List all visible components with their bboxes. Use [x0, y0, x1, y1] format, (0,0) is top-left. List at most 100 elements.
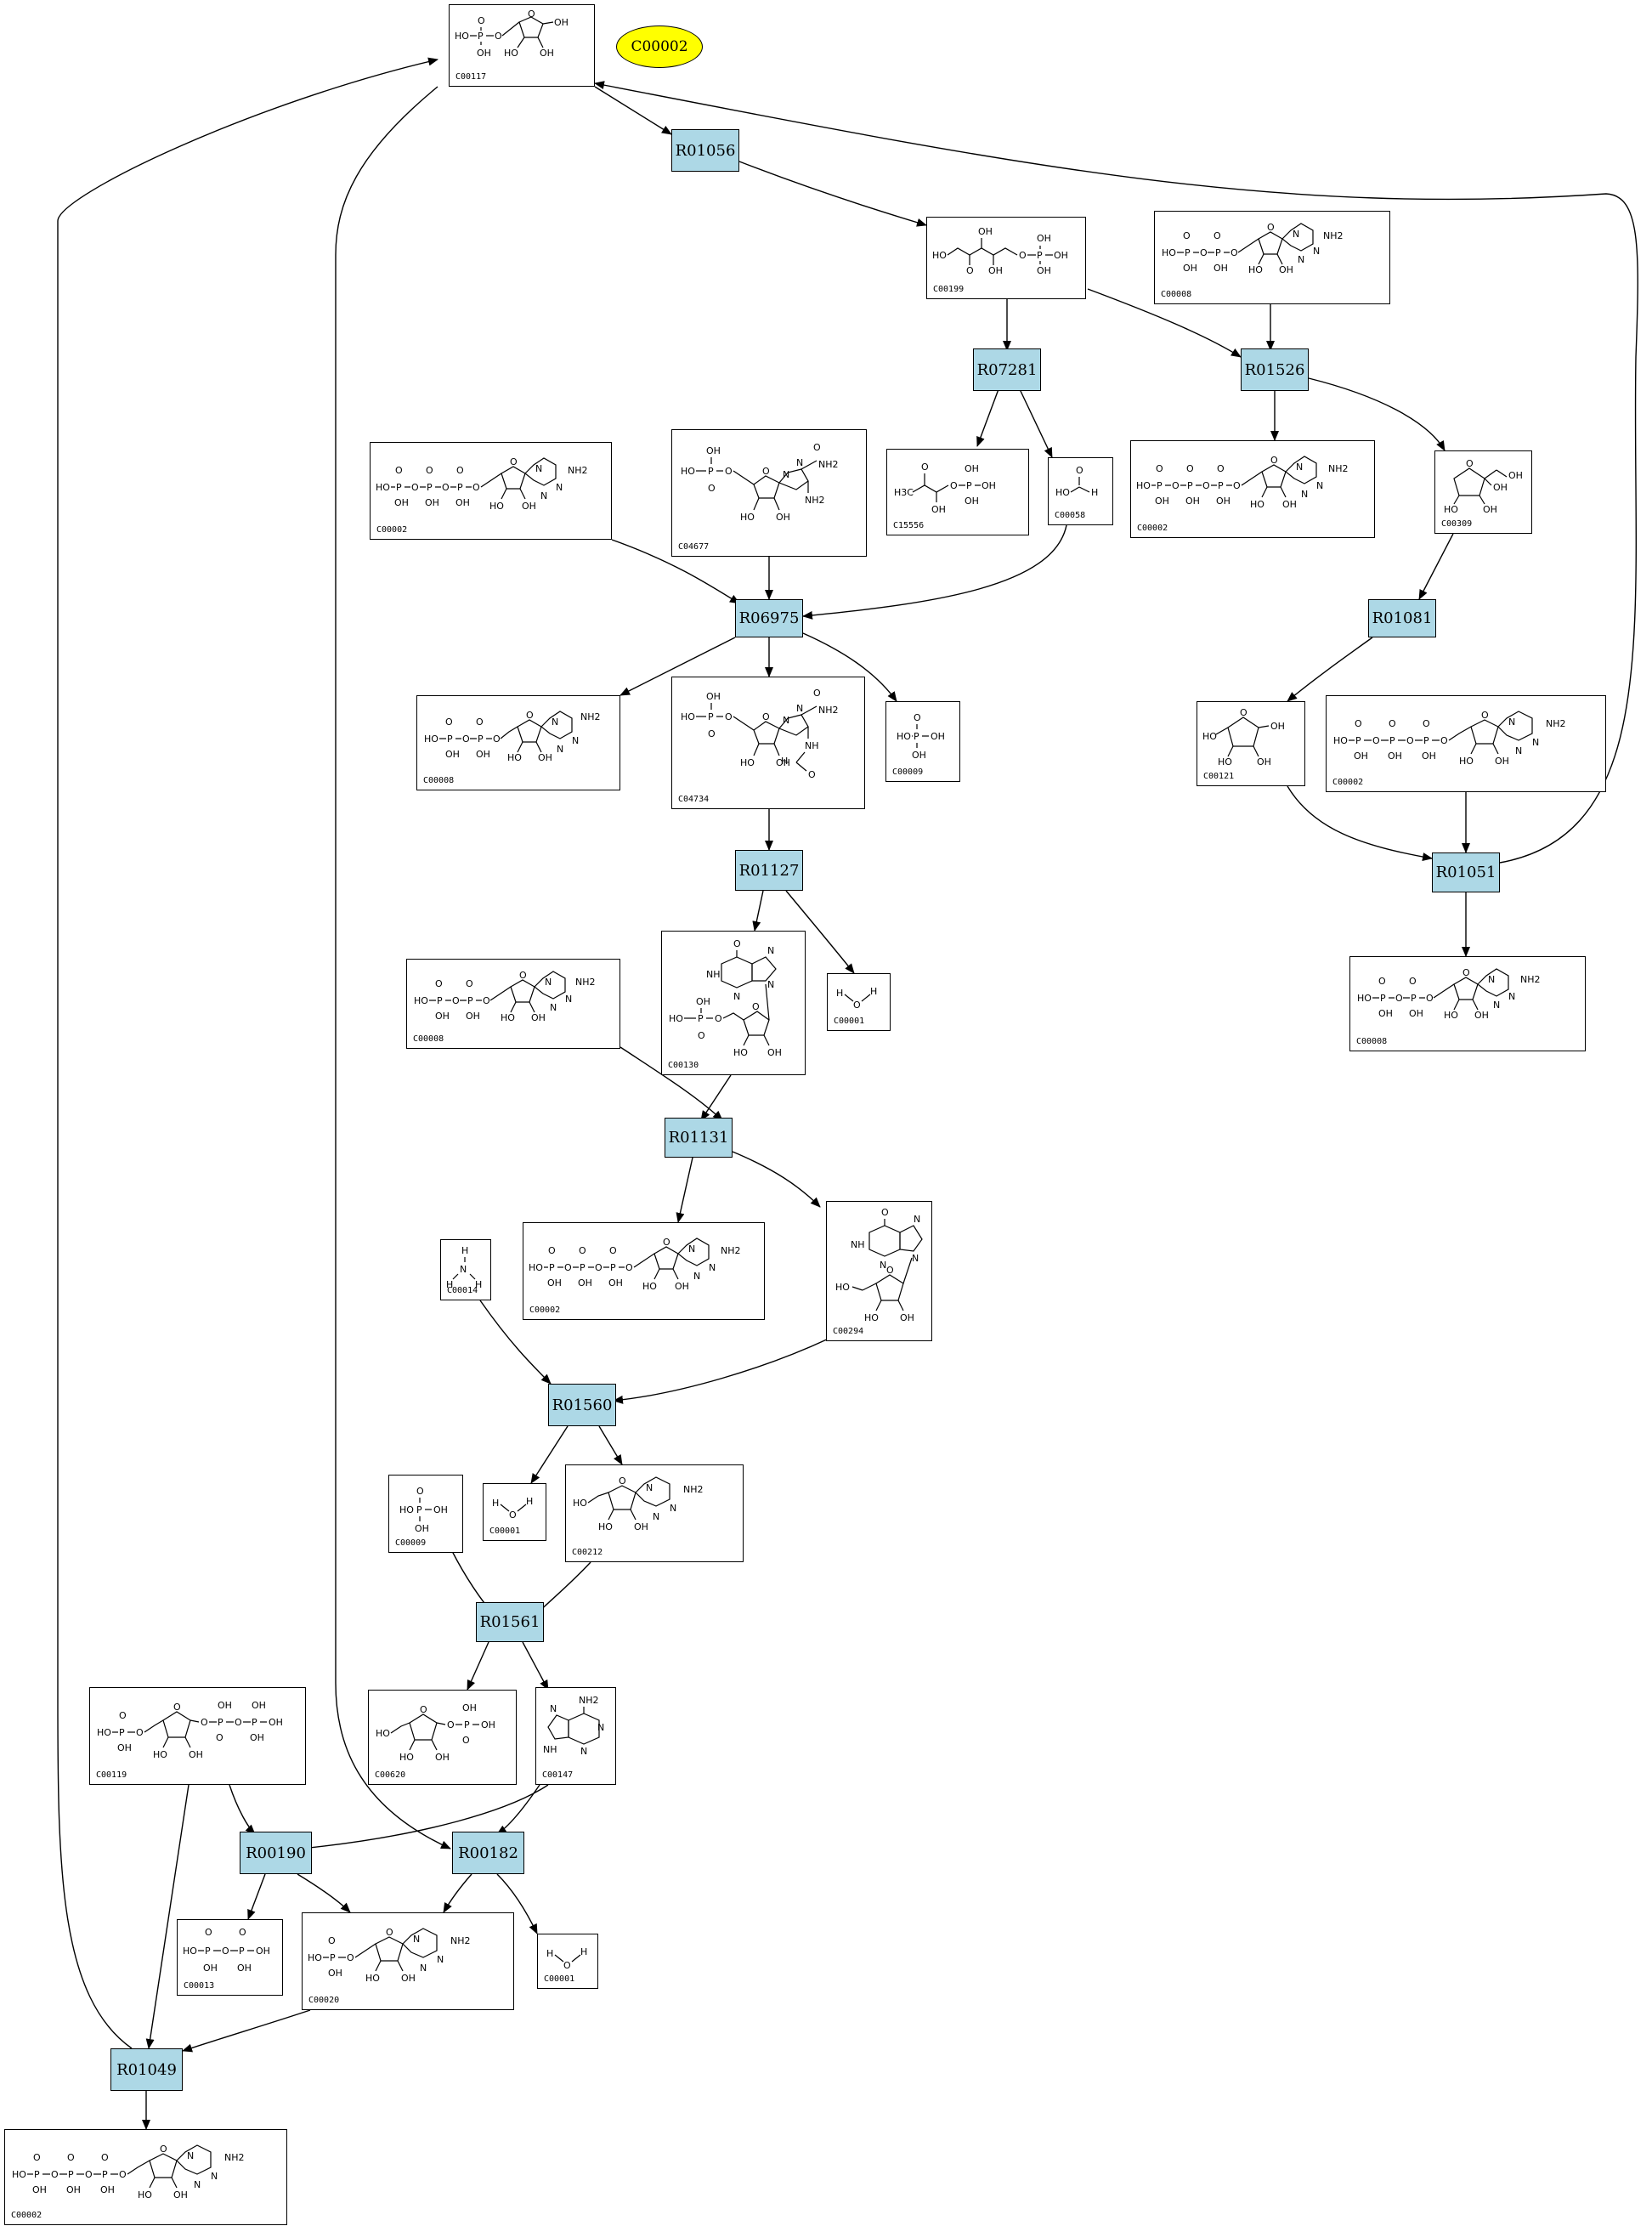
reaction-r07281[interactable]: R07281 [973, 348, 1041, 391]
svg-text:O: O [1378, 976, 1386, 987]
svg-text:HO: HO [864, 1312, 879, 1323]
svg-text:O: O [386, 1927, 393, 1938]
reaction-r01561[interactable]: R01561 [476, 1602, 544, 1642]
svg-text:N: N [557, 744, 563, 755]
svg-text:O: O [1270, 455, 1278, 466]
svg-text:H: H [492, 1498, 499, 1509]
svg-text:HO: HO [1459, 756, 1474, 767]
edge-c121-r01051 [1287, 785, 1433, 862]
svg-text:N: N [545, 977, 552, 988]
reaction-r01049[interactable]: R01049 [110, 2048, 183, 2091]
svg-text:OH: OH [189, 1749, 203, 1760]
edge-c008d-r01131 [620, 1046, 723, 1121]
svg-text:OH: OH [965, 463, 979, 474]
svg-text:OH: OH [1409, 1008, 1423, 1019]
svg-text:O: O [625, 1262, 633, 1273]
compound-id: C00117 [455, 72, 487, 82]
svg-text:P: P [1411, 993, 1417, 1004]
compound-id: C00119 [96, 1770, 127, 1780]
reaction-r01051[interactable]: R01051 [1432, 852, 1500, 892]
target-compound-ellipse[interactable]: C00002 [616, 25, 703, 68]
svg-text:HO: HO [740, 757, 755, 768]
svg-text:NH2: NH2 [579, 1695, 599, 1706]
svg-text:N: N [420, 1963, 427, 1974]
edge-c058-r06975 [802, 524, 1067, 620]
svg-text:O: O [67, 2152, 75, 2163]
svg-text:O: O [462, 1735, 470, 1746]
edge-r01127-c001a [785, 890, 855, 974]
svg-text:O: O [1466, 458, 1474, 469]
reaction-r01131[interactable]: R01131 [665, 1118, 733, 1158]
svg-text:P: P [914, 731, 919, 742]
reaction-r01056[interactable]: R01056 [671, 129, 739, 172]
svg-text:N: N [914, 1214, 920, 1225]
structure-ribulose-5-phosphate: HO O OH OH O P OH OH OH [932, 226, 1068, 276]
edge-c147-r00190 [301, 1784, 549, 1852]
svg-text:O: O [663, 1237, 670, 1248]
reaction-r00182[interactable]: R00182 [452, 1832, 524, 1874]
reaction-r01127[interactable]: R01127 [735, 850, 803, 891]
compound-c00199[interactable]: HO O OH OH O P OH OH OH C00199 [926, 217, 1086, 299]
svg-text:N: N [580, 1746, 587, 1757]
compound-c00001-a[interactable]: H O H C00001 [827, 973, 891, 1031]
compound-id: C00147 [542, 1770, 574, 1780]
compound-c00001-b[interactable]: H O H C00001 [483, 1483, 546, 1541]
compound-c00001-c[interactable]: H O H C00001 [537, 1934, 598, 1989]
compound-c00117[interactable]: HO P O OH O O OH HO OH C00117 [449, 4, 595, 87]
compound-id: C00002 [529, 1306, 561, 1315]
reaction-r01526[interactable]: R01526 [1241, 348, 1309, 391]
svg-text:HO: HO [1444, 1010, 1458, 1021]
compound-c00014[interactable]: H N H H C00014 [440, 1239, 491, 1300]
svg-text:HO: HO [414, 995, 428, 1006]
svg-text:OH: OH [173, 2189, 188, 2201]
reaction-r01560[interactable]: R01560 [548, 1384, 616, 1426]
compound-c00058[interactable]: O HO H C00058 [1048, 457, 1113, 525]
svg-text:OH: OH [462, 1702, 477, 1713]
svg-text:H: H [1091, 487, 1098, 498]
svg-text:P: P [427, 482, 433, 493]
reaction-r00190[interactable]: R00190 [240, 1832, 312, 1874]
compound-id: C00002 [1137, 524, 1168, 533]
svg-text:OH: OH [706, 445, 721, 456]
svg-text:O: O [445, 717, 453, 728]
svg-text:HO: HO [97, 1727, 111, 1738]
svg-text:O: O [466, 978, 473, 989]
svg-text:P: P [239, 1946, 245, 1957]
svg-text:OH: OH [965, 496, 979, 507]
reaction-r01081[interactable]: R01081 [1368, 599, 1436, 637]
reaction-r06975[interactable]: R06975 [735, 599, 803, 637]
svg-text:OH: OH [435, 1752, 450, 1763]
svg-text:H3C: H3C [894, 487, 914, 498]
svg-text:OH: OH [415, 1523, 429, 1534]
svg-text:NH: NH [805, 740, 819, 751]
compound-c00121[interactable]: O HO OH HO OH C00121 [1197, 701, 1305, 786]
svg-text:OH: OH [433, 1504, 448, 1515]
edge-r01127-c130 [752, 890, 764, 932]
compound-id: C00001 [834, 1017, 865, 1026]
compound-c00309[interactable]: O OH OH HO OH C00309 [1434, 450, 1532, 534]
